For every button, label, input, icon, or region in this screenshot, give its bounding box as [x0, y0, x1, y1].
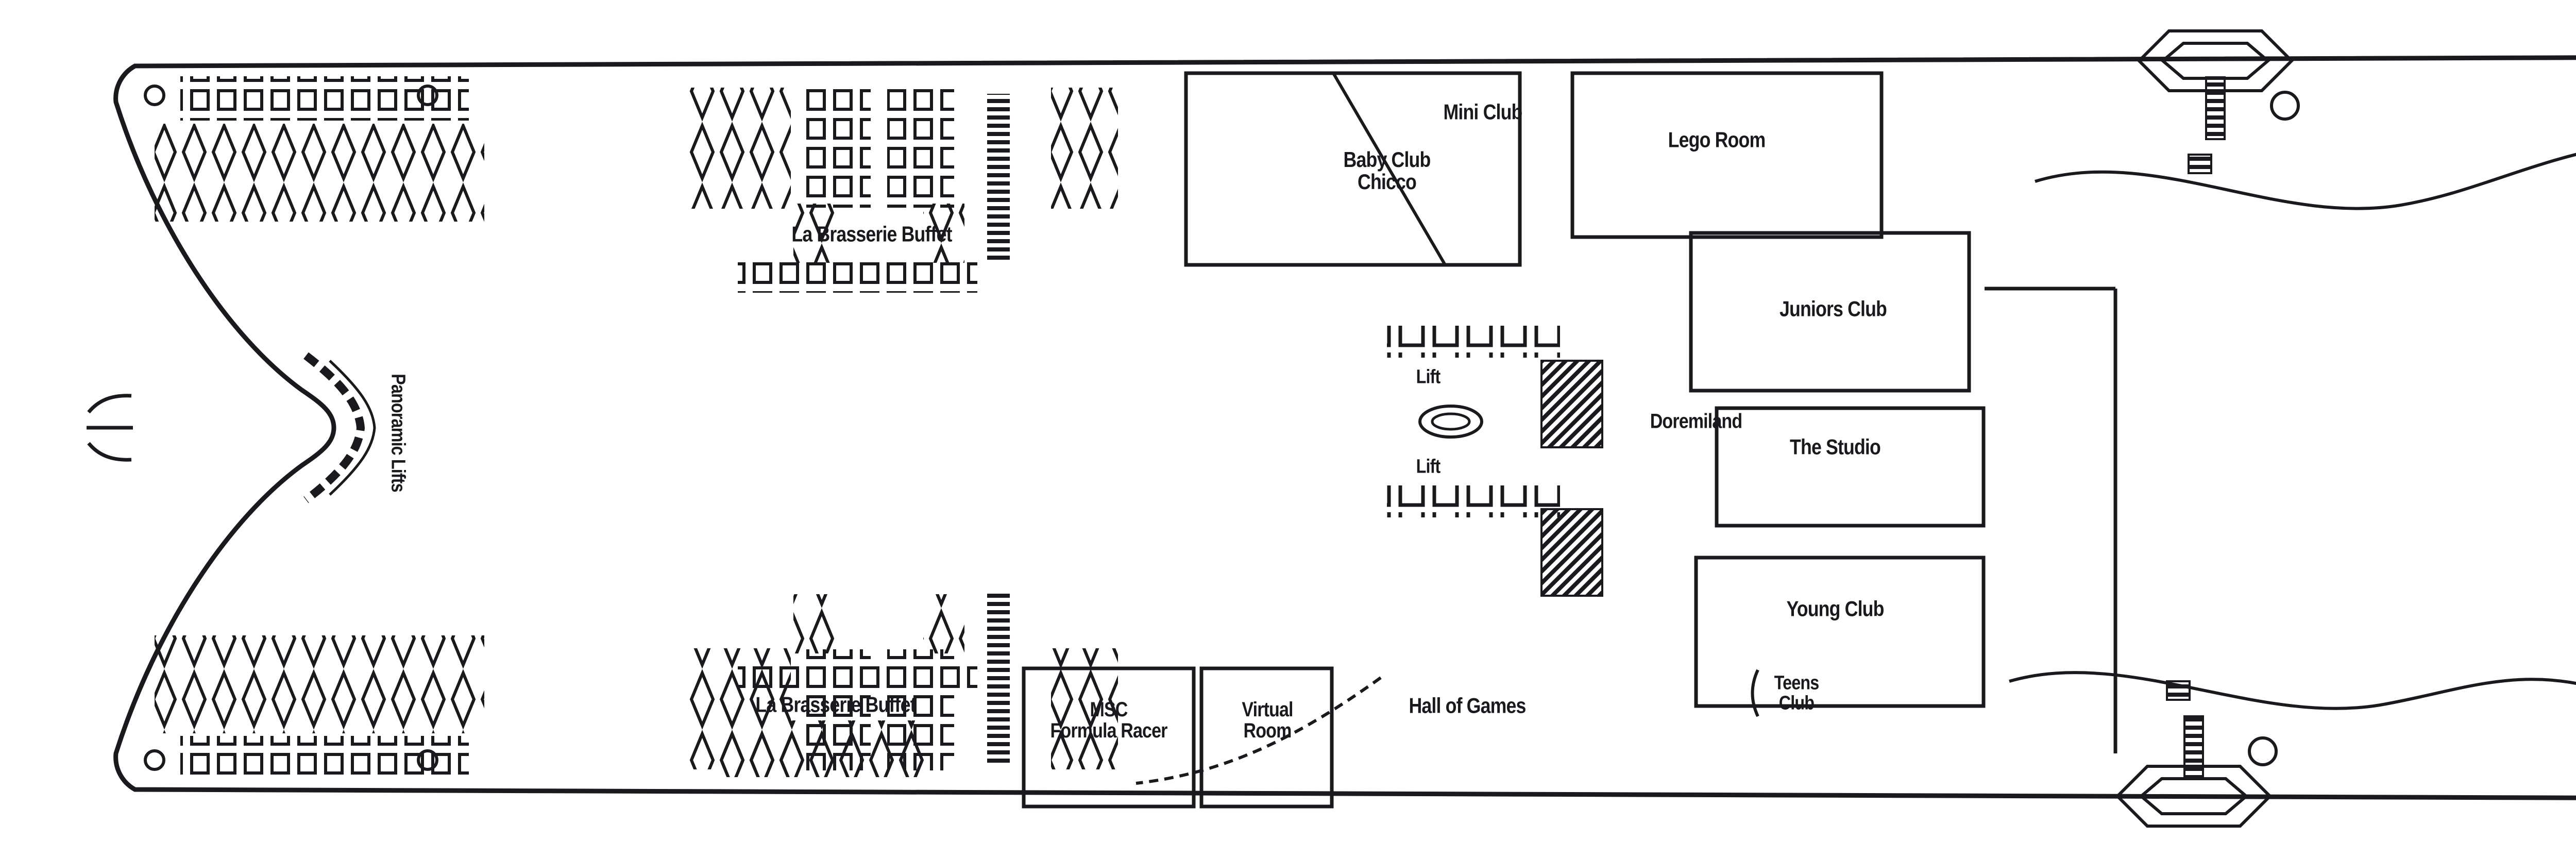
label-lift-mid-top: Lift — [1416, 366, 1441, 388]
label-juniors-club: Juniors Club — [1780, 296, 1887, 321]
label-lego-room: Lego Room — [1668, 127, 1766, 152]
label-la-brasserie-buffet-top: La Brasserie Buffet — [791, 222, 952, 246]
mast-structure-top — [2137, 29, 2300, 174]
label-mini-club: Mini Club — [1443, 99, 1523, 124]
label-teens-club: Teens Club — [1774, 672, 1820, 714]
label-virtual-room: Virtual Room — [1242, 698, 1293, 742]
mast-structure-bottom — [2115, 680, 2278, 828]
label-hall-of-games: Hall of Games — [1409, 693, 1526, 718]
label-msc-formula-racer: MSC Formula Racer — [1050, 698, 1167, 742]
label-lift-mid-bottom: Lift — [1416, 456, 1441, 478]
label-doremiland: Doremiland — [1650, 410, 1742, 433]
label-the-studio: The Studio — [1790, 434, 1881, 459]
label-young-club: Young Club — [1786, 596, 1884, 621]
label-panoramic-lifts: Panoramic Lifts — [387, 374, 409, 492]
label-baby-club-chicco: Baby Club Chicco — [1343, 147, 1431, 194]
label-la-brasserie-buffet-bottom: La Brasserie Buffet — [755, 692, 916, 717]
